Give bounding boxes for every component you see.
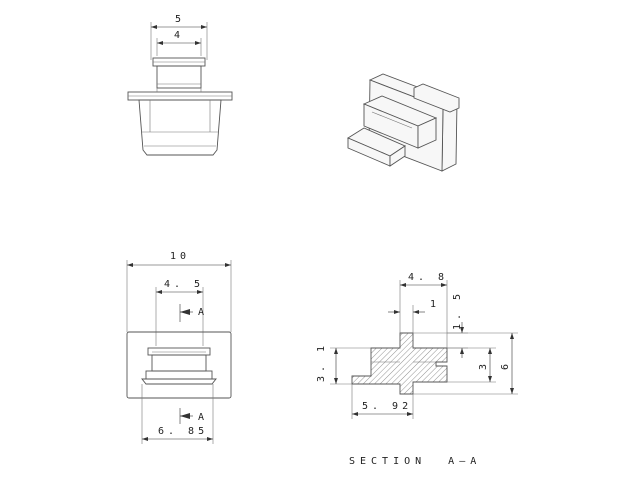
section-dim-flange-thickness: 1. 5 bbox=[452, 290, 463, 330]
front-dim-offset-width: 6. 85 bbox=[158, 426, 208, 437]
section-view: 4. 8 1 1. 5 3. 1 3 6 bbox=[316, 272, 518, 467]
top-view: 5 4 bbox=[127, 14, 233, 156]
section-marker-top: A bbox=[198, 307, 208, 318]
isometric-view bbox=[347, 73, 460, 172]
section-dim-overall-height: 6 bbox=[500, 360, 511, 370]
section-dim-step-width: 1 bbox=[430, 299, 440, 310]
top-dim-inner-width: 4 bbox=[174, 30, 184, 41]
front-view: 10 4. 5 A A 6. 85 bbox=[126, 251, 232, 444]
section-marker-bottom: A bbox=[198, 412, 208, 423]
section-dim-bottom-width: 5. 92 bbox=[362, 401, 412, 412]
section-dim-inner-height: 3 bbox=[478, 360, 489, 370]
top-dim-outer-width: 5 bbox=[175, 14, 185, 25]
section-caption: SECTION A–A bbox=[349, 456, 481, 467]
section-dim-top-width: 4. 8 bbox=[408, 272, 448, 283]
section-dim-left-height: 3. 1 bbox=[316, 342, 327, 382]
front-dim-center-width: 4. 5 bbox=[164, 279, 204, 290]
front-dim-overall-width: 10 bbox=[170, 251, 190, 262]
